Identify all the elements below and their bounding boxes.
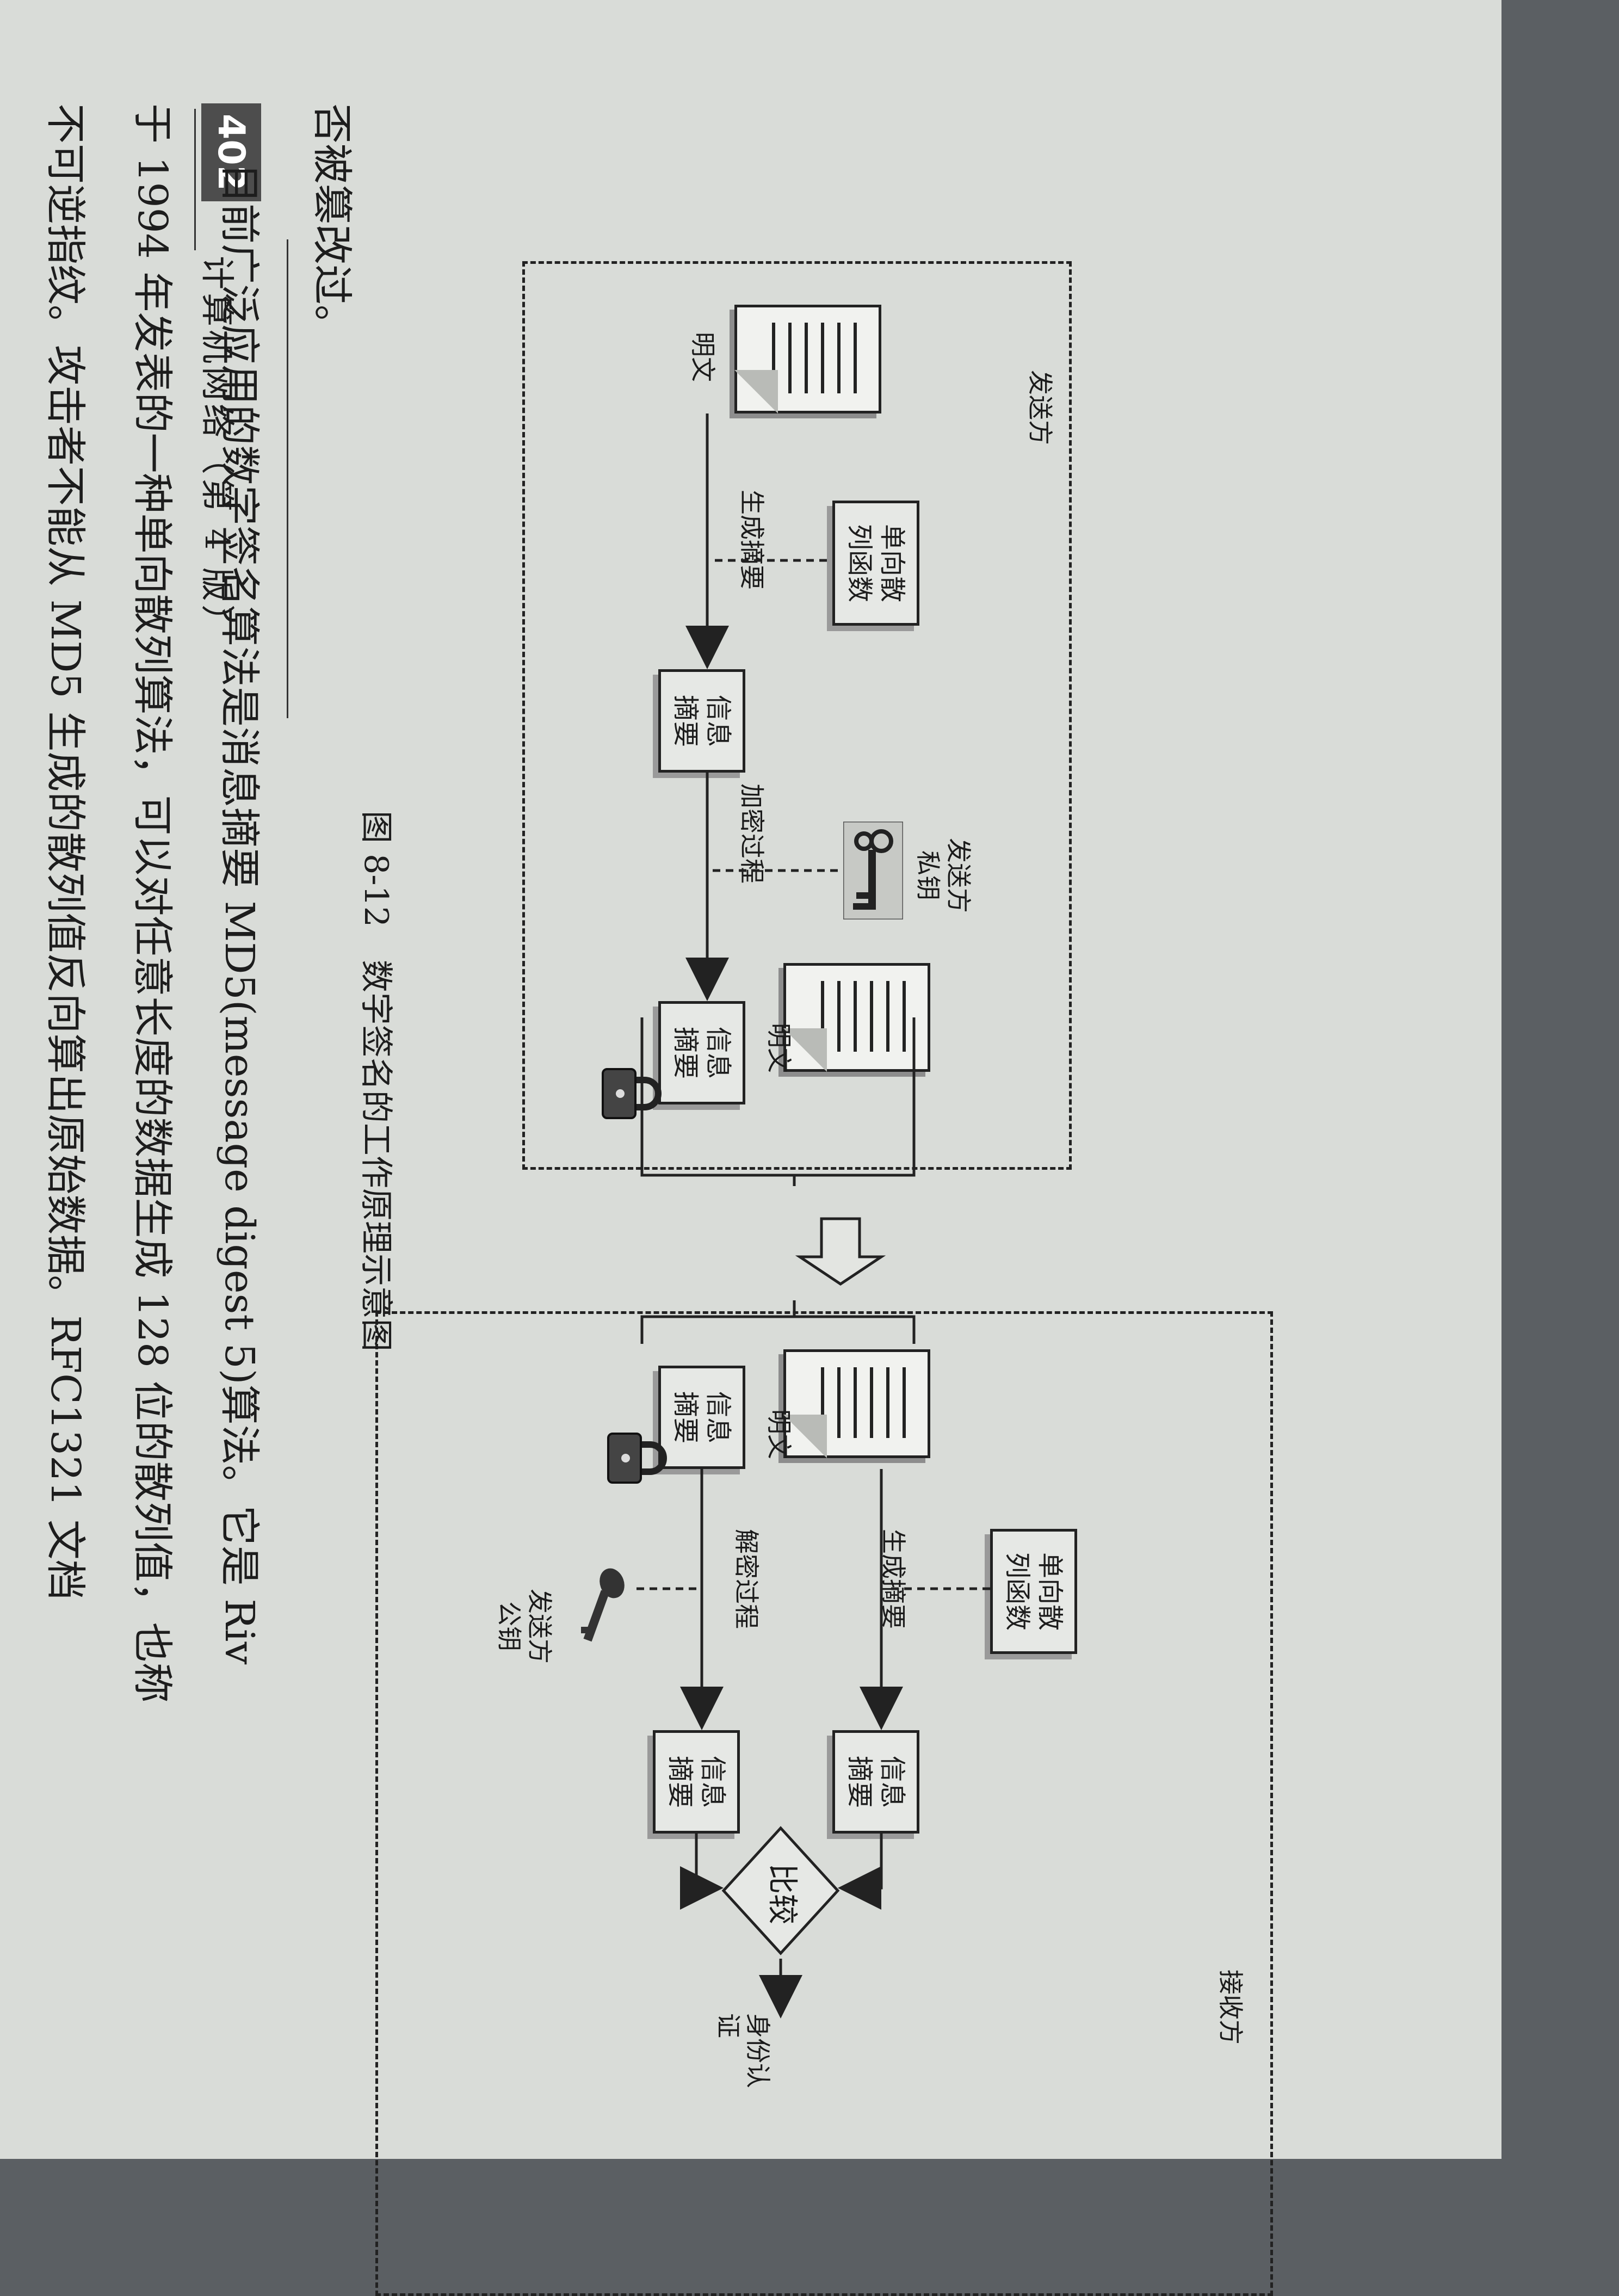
body-line-3: 于 1994 年发表的一种单向散列算法，可以对任意长度的数据生成 128 位的散… (129, 103, 176, 1703)
compare-diamond (718, 1823, 843, 1959)
key-icon (577, 1567, 631, 1649)
diagram-connectors (631, 413, 990, 2019)
padlock-icon (604, 1425, 669, 1491)
hollow-arrow-icon (794, 1213, 887, 1289)
rotated-page-content: 402 计算机网络（第 4 版） 发送方 明文 单向散 列函数 生成摘要 信息 … (42, 103, 1273, 2296)
body-line-1: 否被篡改过。 (308, 103, 355, 345)
body-line-4: 不可逆指纹。攻击者不能从 MD5 生成的散列值反向算出原始数据。RFC1321 … (42, 103, 89, 1600)
figure-caption: 图 8-12 数字签名的工作原理示意图 (355, 811, 403, 1351)
book-page: 402 计算机网络（第 4 版） 发送方 明文 单向散 列函数 生成摘要 信息 … (0, 0, 1501, 2296)
figure-caption-text: 数字签名的工作原理示意图 (357, 959, 395, 1351)
body-line-2: 目前广泛应用的数字签名算法是消息摘要 MD5(message digest 5)… (216, 163, 263, 1665)
padlock-icon (598, 1061, 664, 1126)
figure-number: 图 8-12 (357, 811, 395, 927)
